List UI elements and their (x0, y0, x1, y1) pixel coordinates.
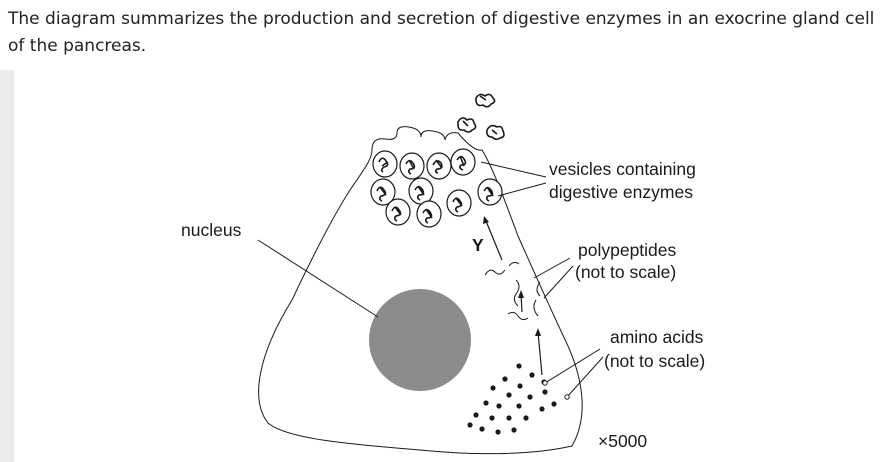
label-vesicles-line2: digestive enzymes (549, 182, 693, 202)
vesicle (450, 148, 476, 176)
vesicle (399, 152, 425, 180)
nucleus (369, 289, 471, 391)
vesicle (477, 178, 503, 206)
label-magnification: ×5000 (598, 431, 647, 451)
label-amino-line2: (not to scale) (604, 351, 705, 371)
label-amino-line1: amino acids (610, 327, 704, 347)
left-edge-fringe (0, 70, 14, 462)
label-vesicles-line1: vesicles containing (549, 159, 696, 179)
secreted-enzymes (457, 93, 505, 141)
amino-acids (467, 363, 557, 435)
label-polypeptides-line2: (not to scale) (575, 262, 676, 282)
vesicle (372, 150, 398, 178)
vesicle (385, 198, 411, 226)
pointer-line-ends (542, 380, 570, 400)
vesicle (370, 178, 396, 206)
pathway-arrows (483, 216, 543, 376)
label-y-marker: Y (472, 235, 484, 255)
cell-membrane (258, 126, 583, 455)
vesicle (446, 189, 472, 217)
intro-text: The diagram summarizes the production an… (8, 9, 875, 56)
label-nucleus: nucleus (181, 220, 242, 240)
vesicle (416, 200, 442, 228)
vesicle-group (370, 148, 503, 228)
label-polypeptides-line1: polypeptides (578, 240, 677, 260)
pointer-lines (257, 161, 604, 398)
vesicle (408, 177, 434, 205)
vesicle (426, 152, 452, 180)
polypeptides (484, 261, 541, 321)
